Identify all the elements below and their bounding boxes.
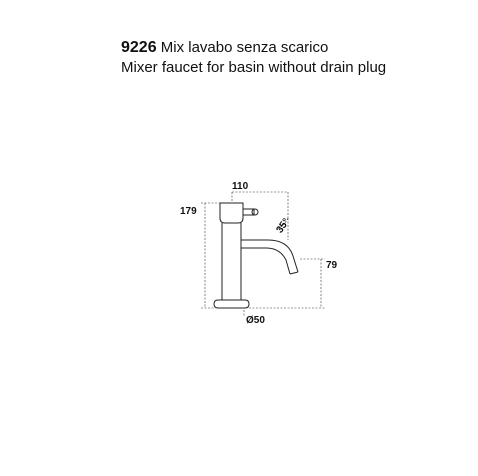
height-label: 179 — [180, 206, 197, 217]
spout-height-label: 79 — [326, 260, 338, 271]
dimension-lines — [201, 191, 325, 316]
faucet-outline — [213, 202, 299, 309]
product-header: 9226 Mix lavabo senza scarico Mixer fauc… — [121, 38, 386, 78]
base-diameter-label: Ø50 — [246, 315, 265, 326]
product-code: 9226 — [121, 39, 157, 56]
angle-label: 35° — [274, 217, 292, 236]
height-dim-line — [201, 202, 220, 309]
reach-label: 110 — [232, 181, 249, 192]
faucet-body — [221, 223, 242, 300]
dimension-labels: 179 110 79 35° Ø50 — [180, 181, 338, 326]
faucet-spout — [241, 239, 299, 275]
lever-knob — [251, 208, 259, 216]
spout-height-dim-line — [249, 258, 325, 309]
title-english: Mixer faucet for basin without drain plu… — [121, 59, 387, 76]
lever-cap — [219, 202, 244, 224]
angle-dim-line — [275, 217, 289, 240]
lever-handle — [243, 208, 255, 216]
title-row-en: Mixer faucet for basin without drain plu… — [121, 58, 386, 78]
spout-tip — [289, 271, 299, 275]
title-italian: Mix lavabo senza scarico — [160, 39, 329, 56]
title-row-it: 9226 Mix lavabo senza scarico — [121, 38, 386, 58]
faucet-base — [213, 299, 250, 309]
reach-dim-line — [231, 191, 289, 218]
